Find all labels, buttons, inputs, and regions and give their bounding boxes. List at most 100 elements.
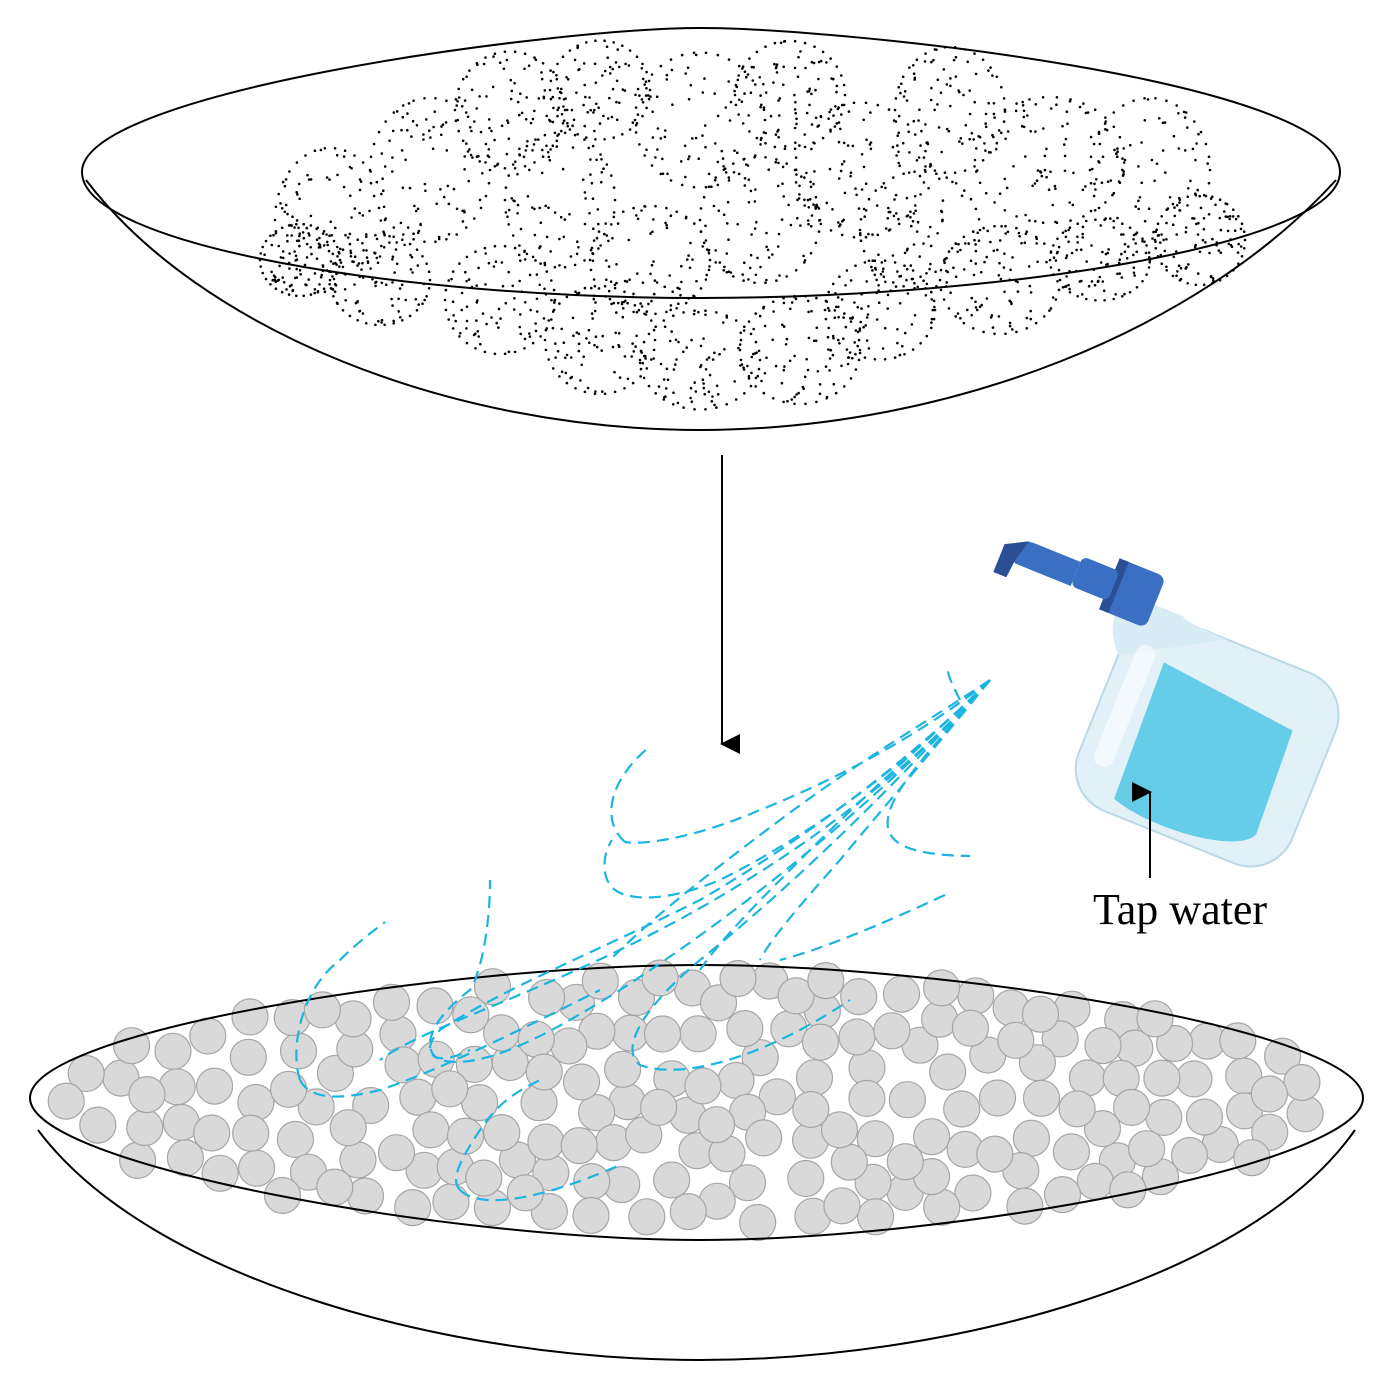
powder-dot: [1067, 240, 1070, 243]
powder-dot: [375, 256, 379, 260]
powder-dot: [695, 279, 698, 283]
powder-dot: [570, 108, 574, 112]
powder-dot: [573, 263, 577, 267]
powder-dot: [455, 104, 459, 107]
powder-dot: [511, 163, 515, 166]
powder-dot: [422, 138, 425, 141]
powder-dot: [443, 298, 447, 302]
powder-dot: [1140, 141, 1143, 144]
powder-dot: [930, 317, 934, 321]
powder-dot: [1008, 324, 1012, 328]
powder-dot: [849, 174, 852, 178]
powder-dot: [715, 406, 718, 409]
powder-dot: [402, 104, 405, 107]
powder-dot: [963, 48, 967, 51]
powder-dot: [1063, 143, 1066, 146]
powder-dot: [1111, 193, 1114, 197]
granule: [379, 1015, 417, 1053]
powder-dot: [911, 269, 915, 272]
powder-dot: [548, 158, 552, 162]
powder-dot: [429, 136, 432, 139]
powder-dot: [409, 253, 412, 257]
powder-dot: [1068, 226, 1072, 229]
powder-dot: [928, 267, 931, 271]
powder-dot: [365, 249, 368, 252]
powder-dot: [732, 162, 735, 165]
powder-dot: [281, 250, 285, 253]
powder-dot: [645, 106, 648, 110]
powder-dot: [425, 118, 428, 121]
powder-dot: [821, 136, 825, 140]
powder-dot: [754, 385, 757, 388]
powder-dot: [873, 358, 877, 361]
powder-dot: [274, 287, 278, 291]
powder-dot: [665, 226, 669, 230]
powder-dot: [513, 50, 517, 53]
powder-dot: [997, 315, 1001, 318]
powder-dot: [327, 249, 331, 253]
powder-dot: [714, 261, 717, 264]
powder-dot: [1076, 235, 1079, 239]
powder-dot: [597, 230, 601, 233]
powder-dot: [415, 309, 419, 312]
powder-dot: [764, 142, 767, 145]
powder-dot: [566, 78, 570, 81]
powder-dot: [906, 214, 910, 217]
powder-dot: [565, 76, 568, 79]
powder-dot: [493, 52, 497, 55]
powder-dot: [929, 225, 932, 229]
powder-dot: [1027, 265, 1031, 268]
granule: [697, 1106, 736, 1144]
powder-dot: [765, 245, 768, 249]
powder-dot: [764, 131, 767, 135]
powder-dot: [652, 260, 655, 263]
powder-dot: [1177, 147, 1181, 150]
powder-dot: [759, 105, 762, 109]
powder-dot: [865, 316, 869, 319]
powder-dot: [407, 102, 411, 105]
powder-dot: [537, 138, 540, 141]
powder-dot: [942, 68, 946, 71]
powder-dot: [577, 349, 581, 353]
granule: [377, 1134, 416, 1172]
powder-dot: [371, 278, 374, 281]
powder-dot: [465, 327, 468, 330]
powder-dot: [710, 400, 714, 403]
powder-dot: [558, 237, 561, 241]
powder-dot: [954, 75, 958, 78]
powder-dot: [833, 125, 837, 128]
powder-dot: [291, 288, 295, 292]
powder-dot: [525, 144, 529, 148]
powder-dot: [315, 238, 319, 241]
powder-dot: [733, 380, 736, 383]
granule: [792, 1090, 830, 1129]
powder-dot: [599, 153, 602, 156]
powder-dot: [693, 408, 696, 411]
powder-dot: [392, 111, 396, 114]
powder-dot: [772, 310, 775, 313]
powder-dot: [276, 279, 280, 282]
powder-dot: [680, 264, 683, 268]
powder-dot: [940, 150, 943, 154]
powder-dot: [905, 267, 909, 271]
granule: [943, 1090, 981, 1128]
powder-dot: [1207, 155, 1211, 159]
powder-dot: [954, 275, 958, 279]
powder-dot: [837, 140, 841, 144]
powder-dot: [507, 223, 511, 226]
powder-dot: [834, 292, 837, 295]
granule: [329, 1109, 367, 1147]
powder-dot: [491, 85, 495, 89]
powder-dot: [435, 202, 439, 205]
powder-dot: [1162, 238, 1165, 242]
powder-dot: [427, 270, 431, 274]
powder-dot: [669, 179, 673, 182]
powder-dot: [576, 44, 579, 47]
powder-dot: [777, 161, 780, 165]
powder-dot: [466, 115, 470, 119]
powder-dot: [553, 265, 557, 269]
powder-dot: [397, 297, 400, 301]
powder-dot: [455, 233, 459, 236]
powder-dot: [864, 324, 867, 327]
powder-dot: [958, 90, 961, 94]
